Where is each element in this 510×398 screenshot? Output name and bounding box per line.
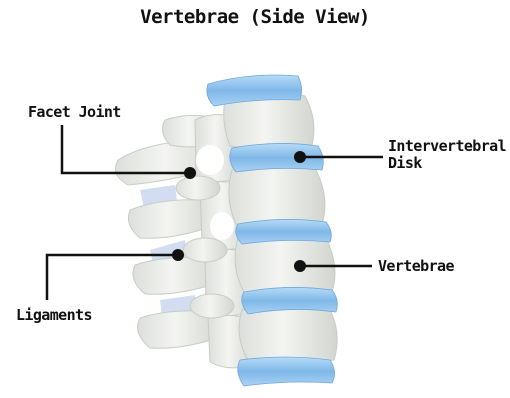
vertebrae-label: Vertebrae	[378, 258, 454, 275]
intervertebral-disk-label-line2: Disk	[388, 155, 506, 172]
intervertebral-disk-label: Intervertebral Disk	[388, 138, 506, 172]
ligaments-label: Ligaments	[16, 307, 92, 324]
intervertebral-disk-label-line1: Intervertebral	[388, 138, 506, 155]
facet-joint-label: Facet Joint	[28, 104, 121, 121]
